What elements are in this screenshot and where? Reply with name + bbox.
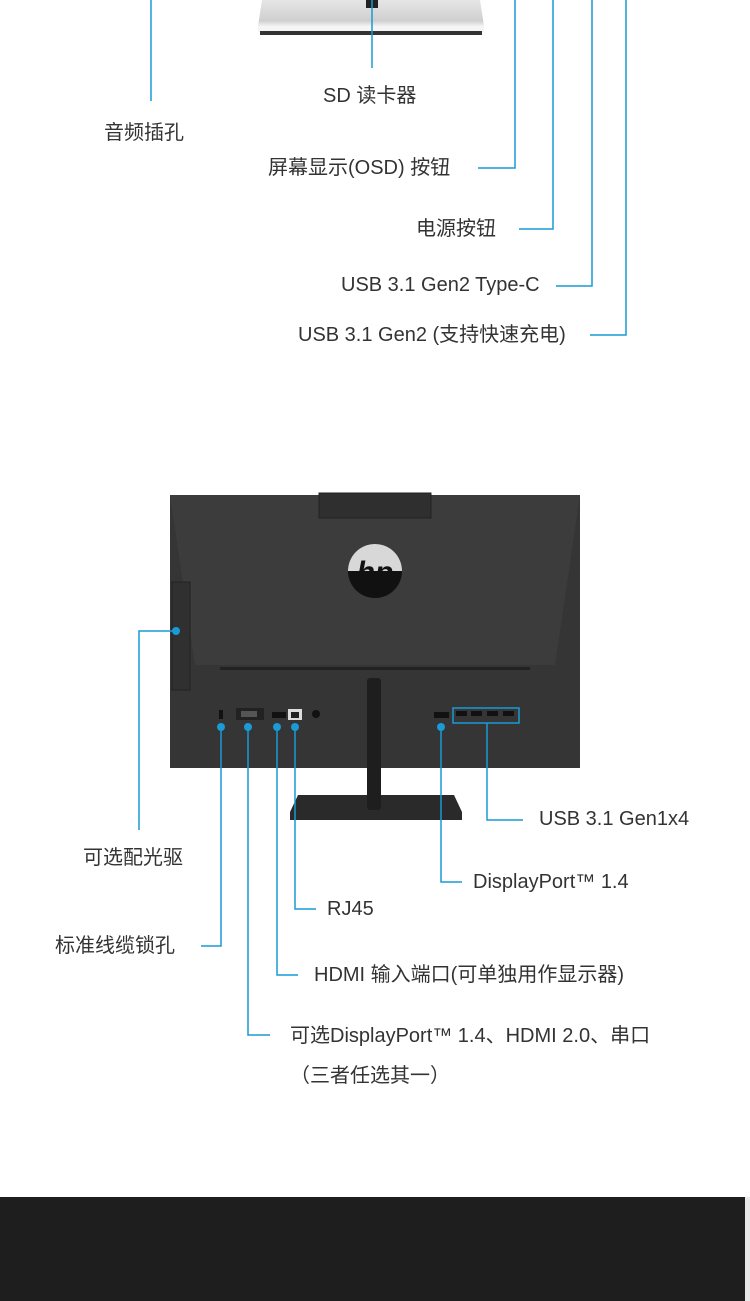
rear-ports <box>219 708 514 720</box>
rear-callout-lines <box>138 630 523 1036</box>
label-displayport: DisplayPort™ 1.4 <box>473 871 629 893</box>
svg-text:hp: hp <box>357 556 394 589</box>
callout-dots <box>172 627 445 731</box>
label-optional-port: 可选DisplayPort™ 1.4、HDMI 2.0、串口 <box>290 1025 651 1047</box>
label-power-button: 电源按钮 <box>416 218 496 240</box>
label-audio-jack: 音频插孔 <box>104 122 184 144</box>
label-optical-drive: 可选配光驱 <box>83 847 183 869</box>
label-osd-button: 屏幕显示(OSD) 按钮 <box>268 157 451 179</box>
label-cable-lock: 标准线缆锁孔 <box>55 935 175 957</box>
label-sd-reader: SD 读卡器 <box>323 85 417 107</box>
front-stand-base <box>258 0 484 35</box>
label-usb-typec: USB 3.1 Gen2 Type-C <box>341 274 540 296</box>
hp-logo: hp <box>348 544 402 598</box>
label-rj45: RJ45 <box>327 898 374 920</box>
front-callout-lines <box>150 0 627 336</box>
label-hdmi-in: HDMI 输入端口(可单独用作显示器) <box>314 964 624 986</box>
label-usb-fast-charge: USB 3.1 Gen2 (支持快速充电) <box>298 324 566 346</box>
footer-band <box>0 1197 745 1301</box>
label-optional-port-note: （三者任选其一） <box>290 1065 450 1087</box>
footer-edge <box>745 1197 750 1301</box>
rear-monitor: hp <box>170 492 580 820</box>
label-usb-gen1: USB 3.1 Gen1x4 <box>539 808 690 830</box>
